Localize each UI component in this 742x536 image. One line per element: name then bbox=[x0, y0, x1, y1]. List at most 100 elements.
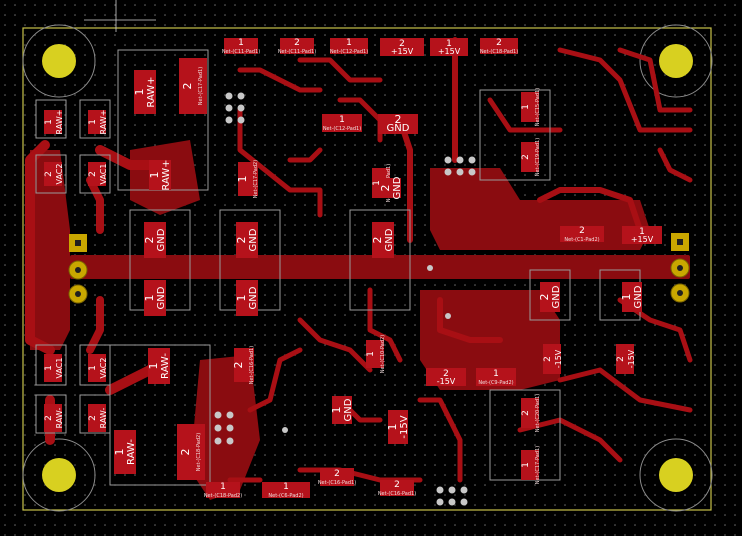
pad-shape[interactable] bbox=[144, 280, 166, 316]
pad-shape[interactable] bbox=[332, 396, 352, 424]
pad-1-plus15v[interactable]: 1+15V bbox=[430, 38, 468, 56]
pad-shape[interactable] bbox=[238, 162, 258, 196]
pad-shape[interactable] bbox=[543, 344, 561, 374]
pad-shape[interactable] bbox=[148, 348, 170, 384]
pad-shape[interactable] bbox=[366, 340, 384, 368]
pad-1-minus15v[interactable]: 1-15V bbox=[386, 410, 410, 444]
pad-shape[interactable] bbox=[521, 398, 539, 428]
mounting-hole-bottom-left[interactable] bbox=[22, 438, 96, 512]
pad-shape[interactable] bbox=[322, 114, 362, 132]
pad-shape[interactable] bbox=[88, 354, 106, 382]
pad-shape[interactable] bbox=[179, 58, 207, 114]
pad-2-minus15v[interactable]: 2-15V bbox=[543, 344, 563, 374]
pad-shape[interactable] bbox=[380, 38, 424, 56]
pad-shape[interactable] bbox=[560, 226, 604, 242]
regulator-u1-footprint[interactable] bbox=[225, 92, 245, 124]
pad-shape[interactable] bbox=[378, 114, 418, 134]
regulator-u2-footprint[interactable] bbox=[444, 156, 476, 176]
mounting-hole-top-left[interactable] bbox=[22, 24, 96, 98]
pad-shape[interactable] bbox=[236, 280, 258, 316]
pad-shape[interactable] bbox=[88, 110, 106, 134]
regulator-u4-footprint[interactable] bbox=[436, 486, 468, 506]
pad-shape[interactable] bbox=[206, 482, 240, 498]
pad-shape[interactable] bbox=[44, 354, 62, 382]
regulator-u3-footprint[interactable] bbox=[214, 411, 234, 445]
pad-shape[interactable] bbox=[262, 482, 310, 498]
pad-shape[interactable] bbox=[521, 450, 539, 480]
pad-2-minus15v[interactable]: 2-15V bbox=[426, 368, 466, 386]
mounting-hole-top-right[interactable] bbox=[639, 24, 713, 98]
pad-shape[interactable] bbox=[476, 368, 516, 386]
connector-j2-right[interactable] bbox=[670, 233, 690, 303]
pad-shape[interactable] bbox=[44, 110, 62, 134]
pad-shape[interactable] bbox=[134, 70, 156, 114]
pad-shape[interactable] bbox=[330, 38, 368, 54]
pad-1-plus15v[interactable]: 1+15V bbox=[622, 226, 662, 244]
pad-shape[interactable] bbox=[380, 480, 414, 496]
pad-shape[interactable] bbox=[236, 222, 258, 258]
pad-shape[interactable] bbox=[44, 162, 62, 186]
pad-shape[interactable] bbox=[622, 282, 642, 312]
pad-shape[interactable] bbox=[234, 348, 254, 382]
pad-shape[interactable] bbox=[521, 142, 539, 172]
pad-shape[interactable] bbox=[44, 404, 62, 432]
pad-shape[interactable] bbox=[320, 468, 354, 486]
mounting-hole-bottom-right[interactable] bbox=[639, 438, 713, 512]
pad-shape[interactable] bbox=[480, 38, 518, 54]
pad-shape[interactable] bbox=[88, 404, 106, 432]
pad-shape[interactable] bbox=[149, 160, 171, 190]
pad-shape[interactable] bbox=[521, 92, 539, 122]
pad-shape[interactable] bbox=[622, 226, 662, 244]
pad-shape[interactable] bbox=[177, 424, 205, 480]
pad-2-minus15v[interactable]: 2-15V bbox=[616, 344, 636, 374]
pad-shape[interactable] bbox=[388, 410, 408, 444]
pad-shape[interactable] bbox=[280, 38, 314, 54]
pad-shape[interactable] bbox=[540, 282, 560, 312]
pad-shape[interactable] bbox=[372, 222, 394, 258]
pad-shape[interactable] bbox=[114, 430, 136, 474]
pad-shape[interactable] bbox=[88, 162, 106, 186]
pad-shape[interactable] bbox=[430, 38, 468, 56]
pad-shape[interactable] bbox=[224, 38, 258, 54]
